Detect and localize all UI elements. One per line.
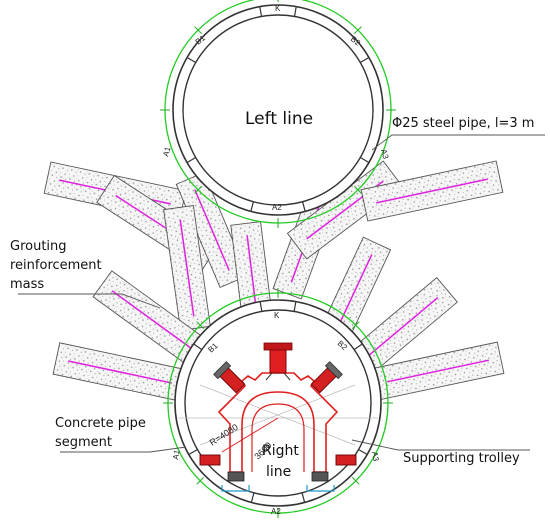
right-line-label-line1: Right — [262, 443, 299, 459]
green-tick — [196, 321, 205, 330]
trolley-left-jack — [213, 361, 246, 394]
segment-joint — [188, 448, 198, 456]
right-rail-bracket — [306, 485, 335, 492]
segment-joint — [293, 301, 297, 312]
construction-line-diagonal-2 — [199, 384, 356, 446]
upper-segment-a3: A3 — [379, 148, 390, 160]
steel-pipe — [376, 178, 488, 204]
upper-segment-a1: A1 — [161, 145, 172, 157]
steel-pipe-leader — [371, 134, 545, 151]
steel-pipe-label: Φ25 steel pipe, l=3 m — [392, 116, 534, 131]
segment-joint — [359, 56, 370, 64]
lower-tunnel-ring — [163, 288, 393, 518]
trolley-leader — [351, 439, 530, 451]
trolley-top-jack-head — [263, 342, 293, 351]
lower-ring-inner — [184, 309, 372, 497]
upper-ring-green-ticks — [160, 0, 396, 228]
upper-ring-fill — [173, 5, 383, 215]
steel-pipe — [194, 189, 230, 271]
leader-lines — [18, 134, 545, 453]
grouting-label-line3: mass — [10, 277, 44, 292]
green-tick — [351, 321, 360, 330]
green-tick — [351, 476, 360, 485]
concrete-label-line1: Concrete pipe — [55, 416, 146, 431]
green-tick — [194, 26, 202, 34]
green-tick — [194, 186, 202, 194]
lower-ring-joints — [188, 301, 368, 503]
steel-pipe — [357, 297, 439, 365]
lower-ring-green-ticks — [163, 288, 393, 518]
grouting-leader — [18, 293, 161, 309]
steel-pipe — [386, 359, 490, 383]
segment-joint — [250, 201, 254, 212]
trolley-right-lower-jack — [335, 454, 357, 466]
segment-joint — [250, 492, 255, 503]
left-rail-bracket — [221, 485, 250, 492]
trolley-radius-line — [221, 417, 279, 453]
trolley-outer-frame — [217, 372, 339, 473]
segment-joint — [302, 201, 306, 212]
grouting-label-line2: reinforcement — [10, 258, 102, 273]
segment-joint — [293, 6, 297, 17]
upper-ring-outer — [172, 4, 384, 216]
upper-ring-inner — [182, 14, 374, 206]
steel-pipe — [179, 219, 195, 317]
upper-ring-joints — [186, 6, 370, 212]
segment-joint — [359, 156, 370, 164]
segment-joint — [301, 492, 306, 503]
concrete-label-line2: segment — [55, 435, 112, 450]
lower-ring-fill — [175, 300, 381, 506]
lower-ring-outer — [174, 299, 382, 507]
supporting-trolley — [199, 342, 357, 482]
segment-joint — [193, 343, 203, 351]
lower-segment-a1: A1 — [171, 449, 182, 461]
green-tick — [196, 476, 205, 485]
grout-block — [52, 342, 188, 402]
main-labels: Left line Φ25 steel pipe, l=3 m Grouting… — [10, 109, 534, 480]
lower-segment-a3: A3 — [370, 451, 381, 463]
trolley-left-lower-jack — [199, 454, 221, 466]
grout-block — [163, 204, 211, 332]
trolley-inner-arch — [251, 403, 305, 472]
right-line-label-line2: line — [266, 464, 291, 480]
segment-joint — [259, 6, 263, 17]
segment-joint — [186, 56, 197, 64]
left-line-label: Left line — [245, 109, 313, 129]
green-tick — [354, 26, 362, 34]
upper-segment-k: K — [275, 4, 281, 13]
steel-pipe — [111, 290, 199, 354]
grout-block — [360, 160, 504, 222]
trolley-right-jack — [310, 361, 343, 394]
rail-brackets — [221, 485, 335, 492]
upper-segment-a2: A2 — [272, 203, 282, 212]
steel-pipe — [68, 360, 172, 384]
segment-joint — [186, 156, 197, 164]
segment-joint — [259, 301, 263, 312]
trolley-left-wheel — [227, 471, 245, 482]
trolley-right-wheel — [311, 471, 329, 482]
supporting-trolley-label: Supporting trolley — [403, 451, 520, 466]
concrete-leader — [60, 446, 187, 453]
upper-tunnel-ring — [160, 0, 396, 228]
segment-joint — [358, 448, 368, 456]
segment-joint — [353, 343, 363, 351]
lower-segment-k: K — [274, 311, 280, 320]
green-tick — [354, 186, 362, 194]
lower-segment-a2: A2 — [271, 507, 281, 516]
grout-block — [175, 172, 249, 288]
grouting-label-line1: Grouting — [10, 239, 67, 254]
